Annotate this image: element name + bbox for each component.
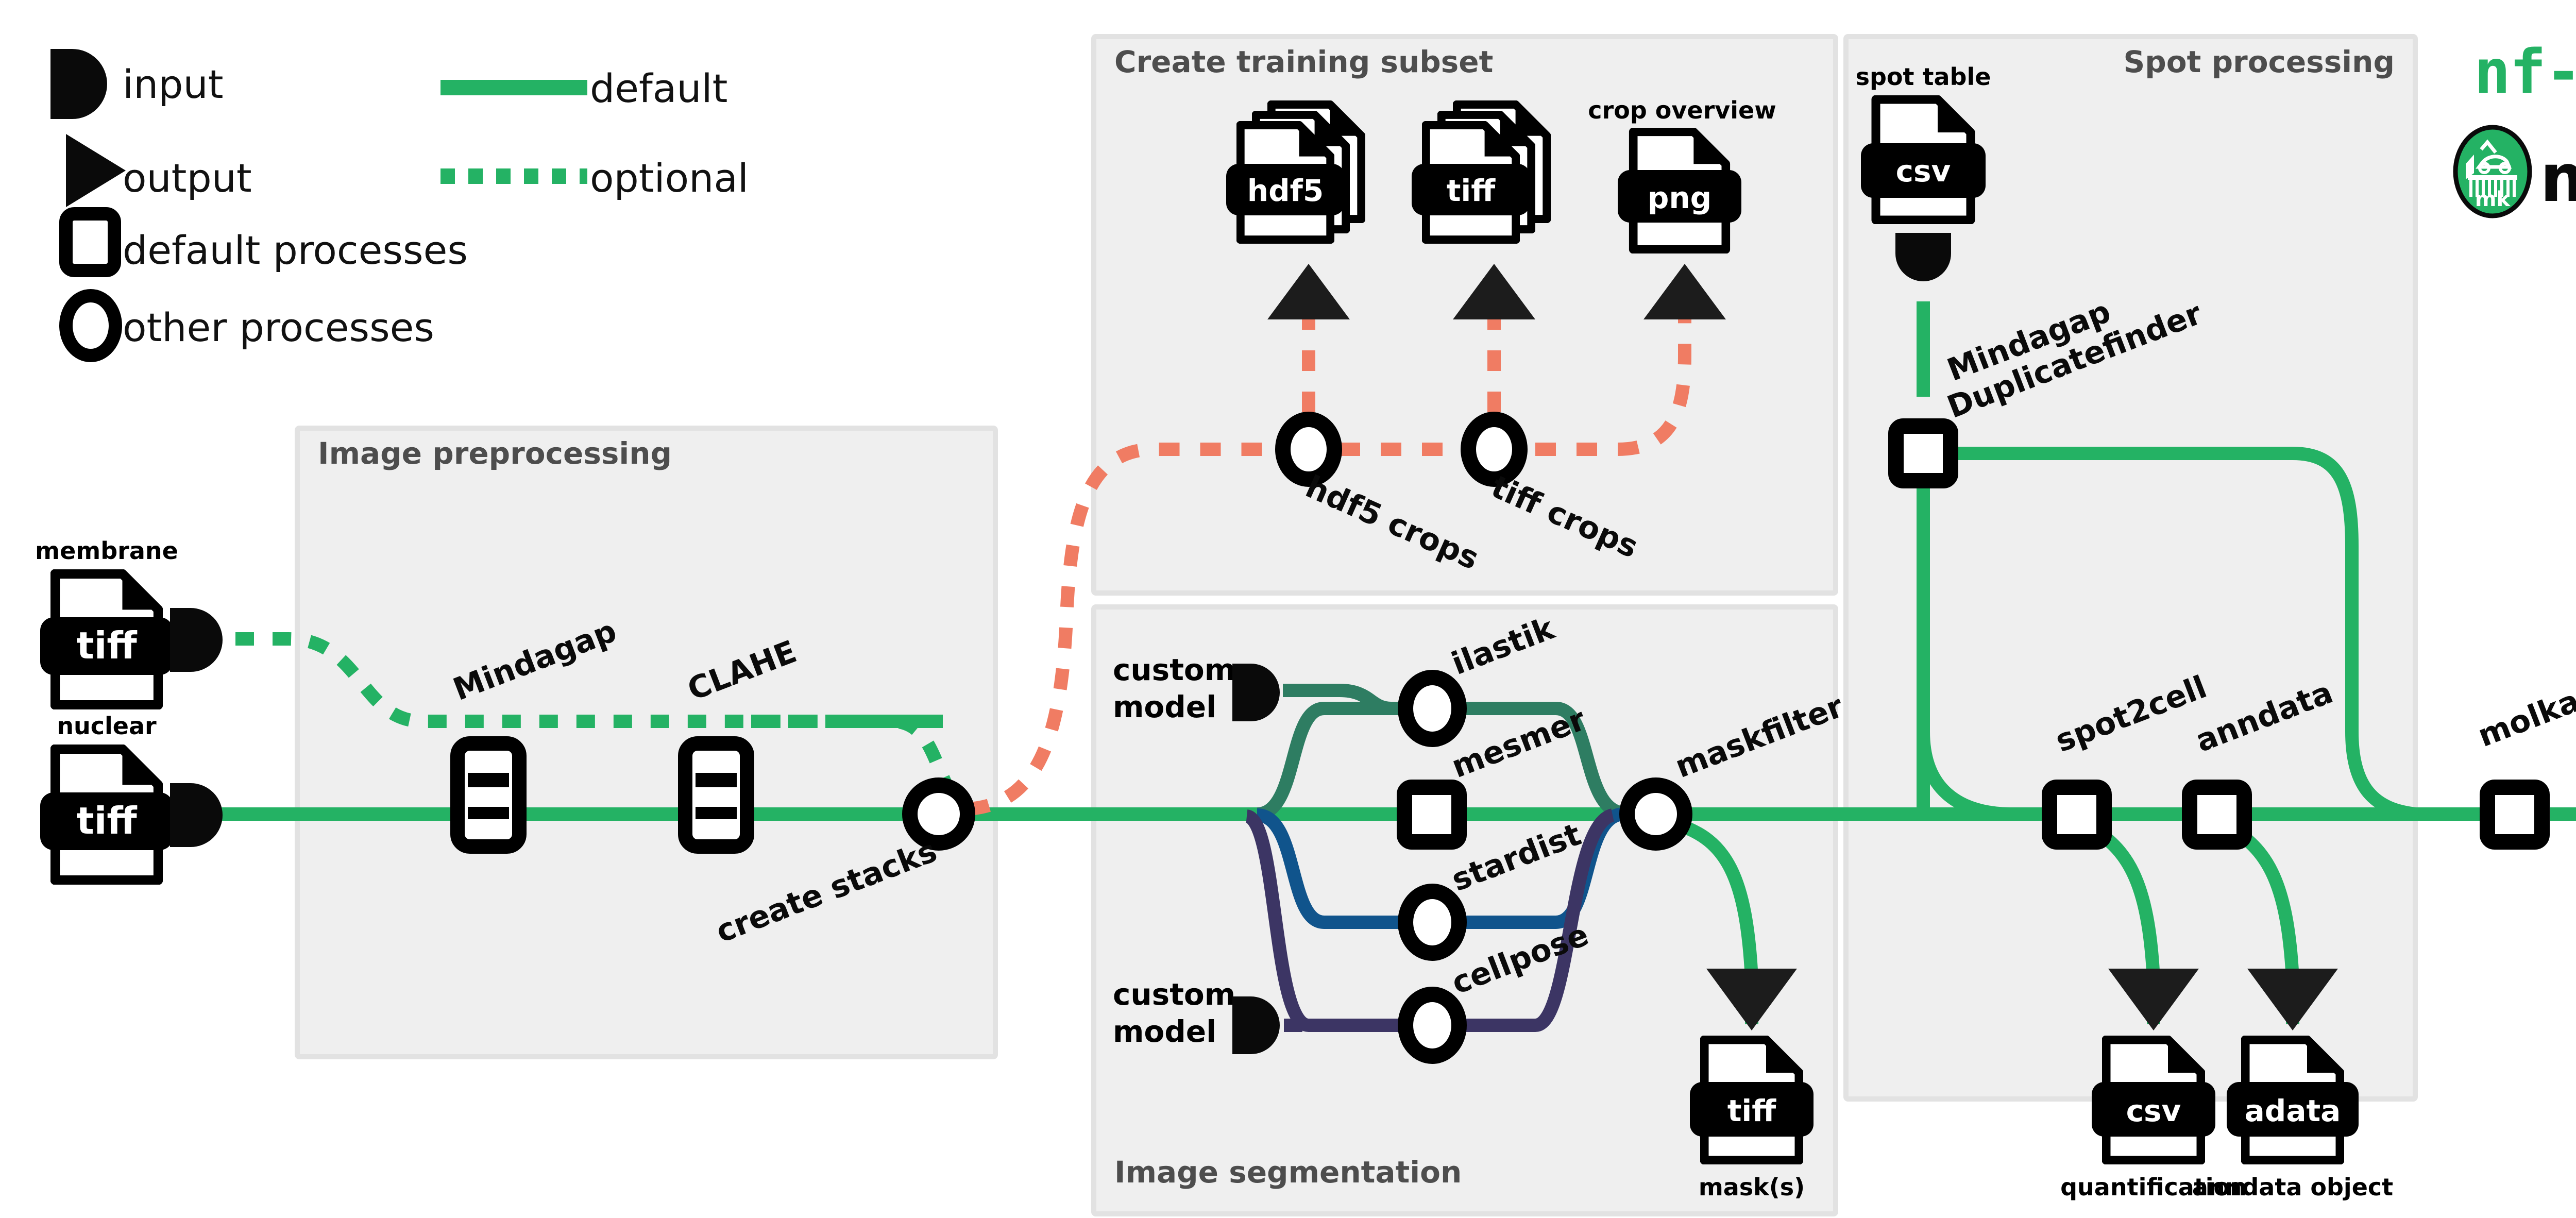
flow-duplicatefinder-left: [1917, 731, 2010, 821]
circle-node-icon: [59, 289, 122, 362]
panel-title: Create training subset: [1114, 44, 1493, 79]
legend-label-default-line: default: [590, 65, 727, 111]
output-png-ext: png: [1648, 180, 1711, 215]
legend-label-optional-line: optional: [590, 155, 749, 201]
flow-optional-training-subset: [968, 318, 1691, 816]
output-arrow-icon: [1267, 264, 1350, 319]
output-arrow-icon: [2108, 969, 2199, 1030]
output-crop-overview-png: crop overview png: [1588, 96, 1776, 249]
output-arrow-icon: [2247, 969, 2338, 1030]
square-node-icon: [59, 207, 121, 277]
input-connector-icon: [1232, 664, 1280, 721]
output-arrow-icon: [1706, 969, 1797, 1030]
input-connector-icon: [50, 49, 107, 119]
legend-label-other-processes: other processes: [123, 304, 434, 350]
input-connector-icon: [1895, 233, 1951, 281]
input-nuclear[interactable]: nuclear tiff: [40, 712, 223, 880]
input-spot-table[interactable]: spot table csv: [1856, 63, 1991, 281]
logo-org: nf-core: [2474, 36, 2576, 107]
custom-model-cellpose[interactable]: custom model: [1113, 977, 1280, 1054]
panel-title: Image preprocessing: [318, 436, 672, 471]
output-mask-tiff: tiff mask(s): [1690, 1040, 1814, 1201]
output-arrow-icon: [66, 134, 126, 207]
legend-label-input: input: [123, 61, 224, 107]
legend: input output default processes other pro…: [50, 49, 749, 362]
input-connector-icon: [170, 608, 223, 672]
output-quantification-caption: quantification: [2060, 1173, 2247, 1201]
legend-label-default-processes: default processes: [123, 227, 468, 273]
output-hdf5-ext: hdf5: [1247, 173, 1324, 208]
molkart-badge-icon: mk: [2453, 125, 2532, 218]
custom-model-line2: model: [1113, 689, 1216, 724]
input-membrane-ext: tiff: [76, 624, 137, 667]
input-nuclear-label: nuclear: [57, 712, 157, 740]
output-tiff-ext: tiff: [1447, 173, 1496, 208]
nf-core-logo: nf-core / mk: [2453, 36, 2576, 218]
legend-item-optional-line: optional: [440, 155, 749, 201]
input-connector-icon: [1232, 996, 1280, 1054]
flow-segmentation-branches: [1244, 684, 1624, 1032]
legend-item-input: input: [50, 49, 224, 119]
panel-title: Spot processing: [2124, 44, 2395, 79]
spot-table-label: spot table: [1856, 63, 1991, 91]
input-nuclear-ext: tiff: [76, 799, 137, 842]
flow-maskfilter-output: [1675, 818, 1758, 1024]
badge-text: mk: [2475, 188, 2511, 211]
custom-model-line2: model: [1113, 1014, 1216, 1049]
output-hdf5-crops-stack: hdf5: [1226, 105, 1361, 240]
output-adata-ext: adata: [2245, 1093, 2341, 1128]
output-anndata-object: adata anndata object: [2192, 1040, 2393, 1201]
output-crop-overview-label: crop overview: [1588, 96, 1776, 124]
custom-model-line1: custom: [1113, 977, 1235, 1012]
custom-model-ilastik[interactable]: custom model: [1113, 652, 1280, 724]
custom-model-line1: custom: [1113, 652, 1235, 687]
output-arrow-icon: [1453, 264, 1535, 319]
input-connector-icon: [170, 783, 223, 847]
input-membrane-label: membrane: [35, 537, 178, 565]
panel-title: Image segmentation: [1114, 1155, 1462, 1190]
legend-label-output: output: [123, 155, 252, 201]
input-membrane[interactable]: membrane tiff: [35, 537, 223, 705]
node-molkartqc-label: molkartqc: [2473, 657, 2576, 754]
flow-duplicatefinder-right: [1953, 447, 2417, 821]
output-quantification-csv: csv quantification: [2060, 1040, 2247, 1201]
output-mask-caption: mask(s): [1699, 1173, 1805, 1201]
output-mask-ext: tiff: [1727, 1093, 1777, 1128]
panel-image-preprocessing: Image preprocessing: [295, 426, 998, 1059]
output-quantification-ext: csv: [2126, 1093, 2181, 1128]
logo-name: molkart: [2540, 140, 2576, 217]
legend-item-default-line: default: [440, 65, 727, 111]
output-anndata-caption: anndata object: [2192, 1173, 2393, 1201]
output-arrow-icon: [1643, 264, 1726, 319]
legend-item-output: output: [66, 134, 252, 207]
spot-table-ext: csv: [1896, 154, 1951, 189]
legend-item-other-processes: other processes: [59, 289, 434, 362]
legend-item-default-processes: default processes: [59, 207, 468, 277]
output-tiff-crops-stack: tiff: [1412, 105, 1547, 240]
